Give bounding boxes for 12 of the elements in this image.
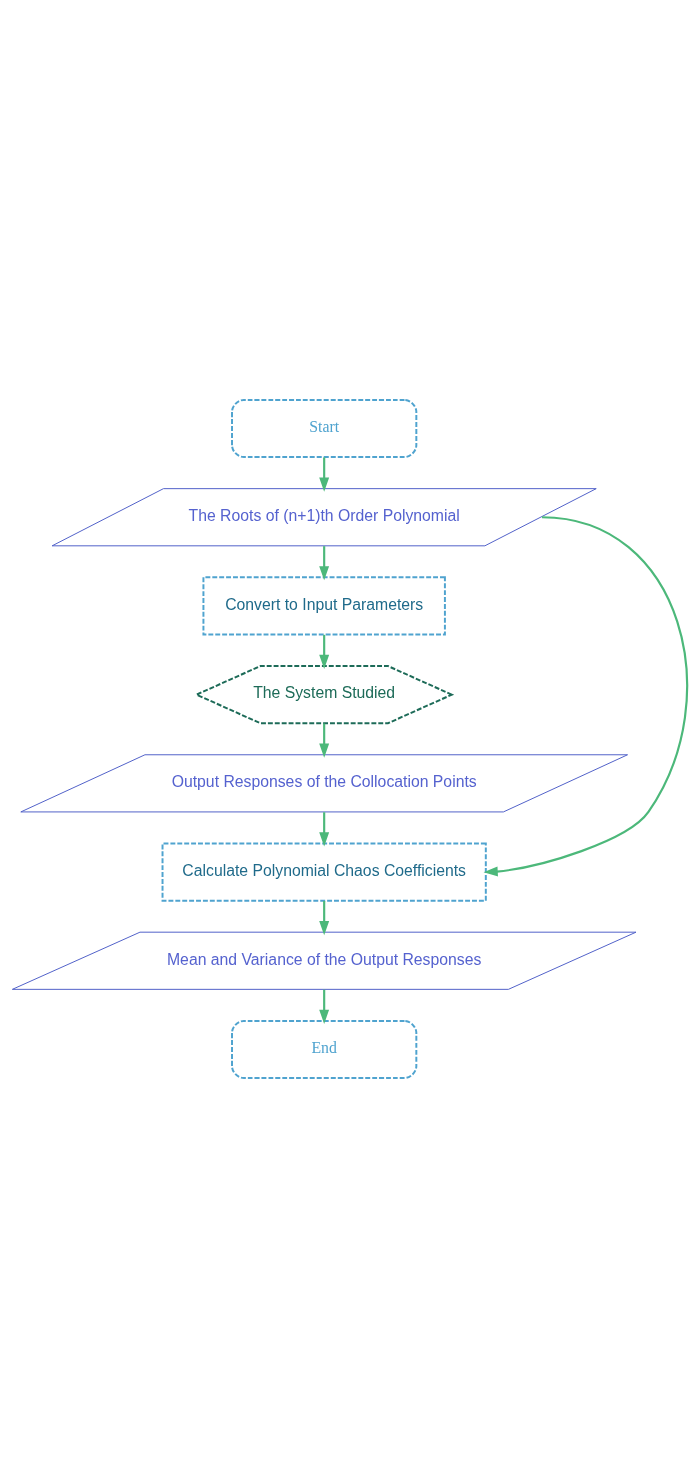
arrow xyxy=(319,812,330,847)
arrow xyxy=(319,634,330,670)
node-box: End xyxy=(231,1019,418,1080)
arrow xyxy=(319,546,330,581)
node-box: Convert to Input Parameters xyxy=(202,576,446,636)
arrow xyxy=(319,989,330,1024)
arrow xyxy=(319,723,330,758)
node-box: Calculate Polynomial Chaos Coefficients xyxy=(161,842,487,902)
node-box: Start xyxy=(231,398,418,459)
arrow xyxy=(319,457,330,492)
arrow xyxy=(483,516,689,877)
arrow xyxy=(319,900,330,936)
